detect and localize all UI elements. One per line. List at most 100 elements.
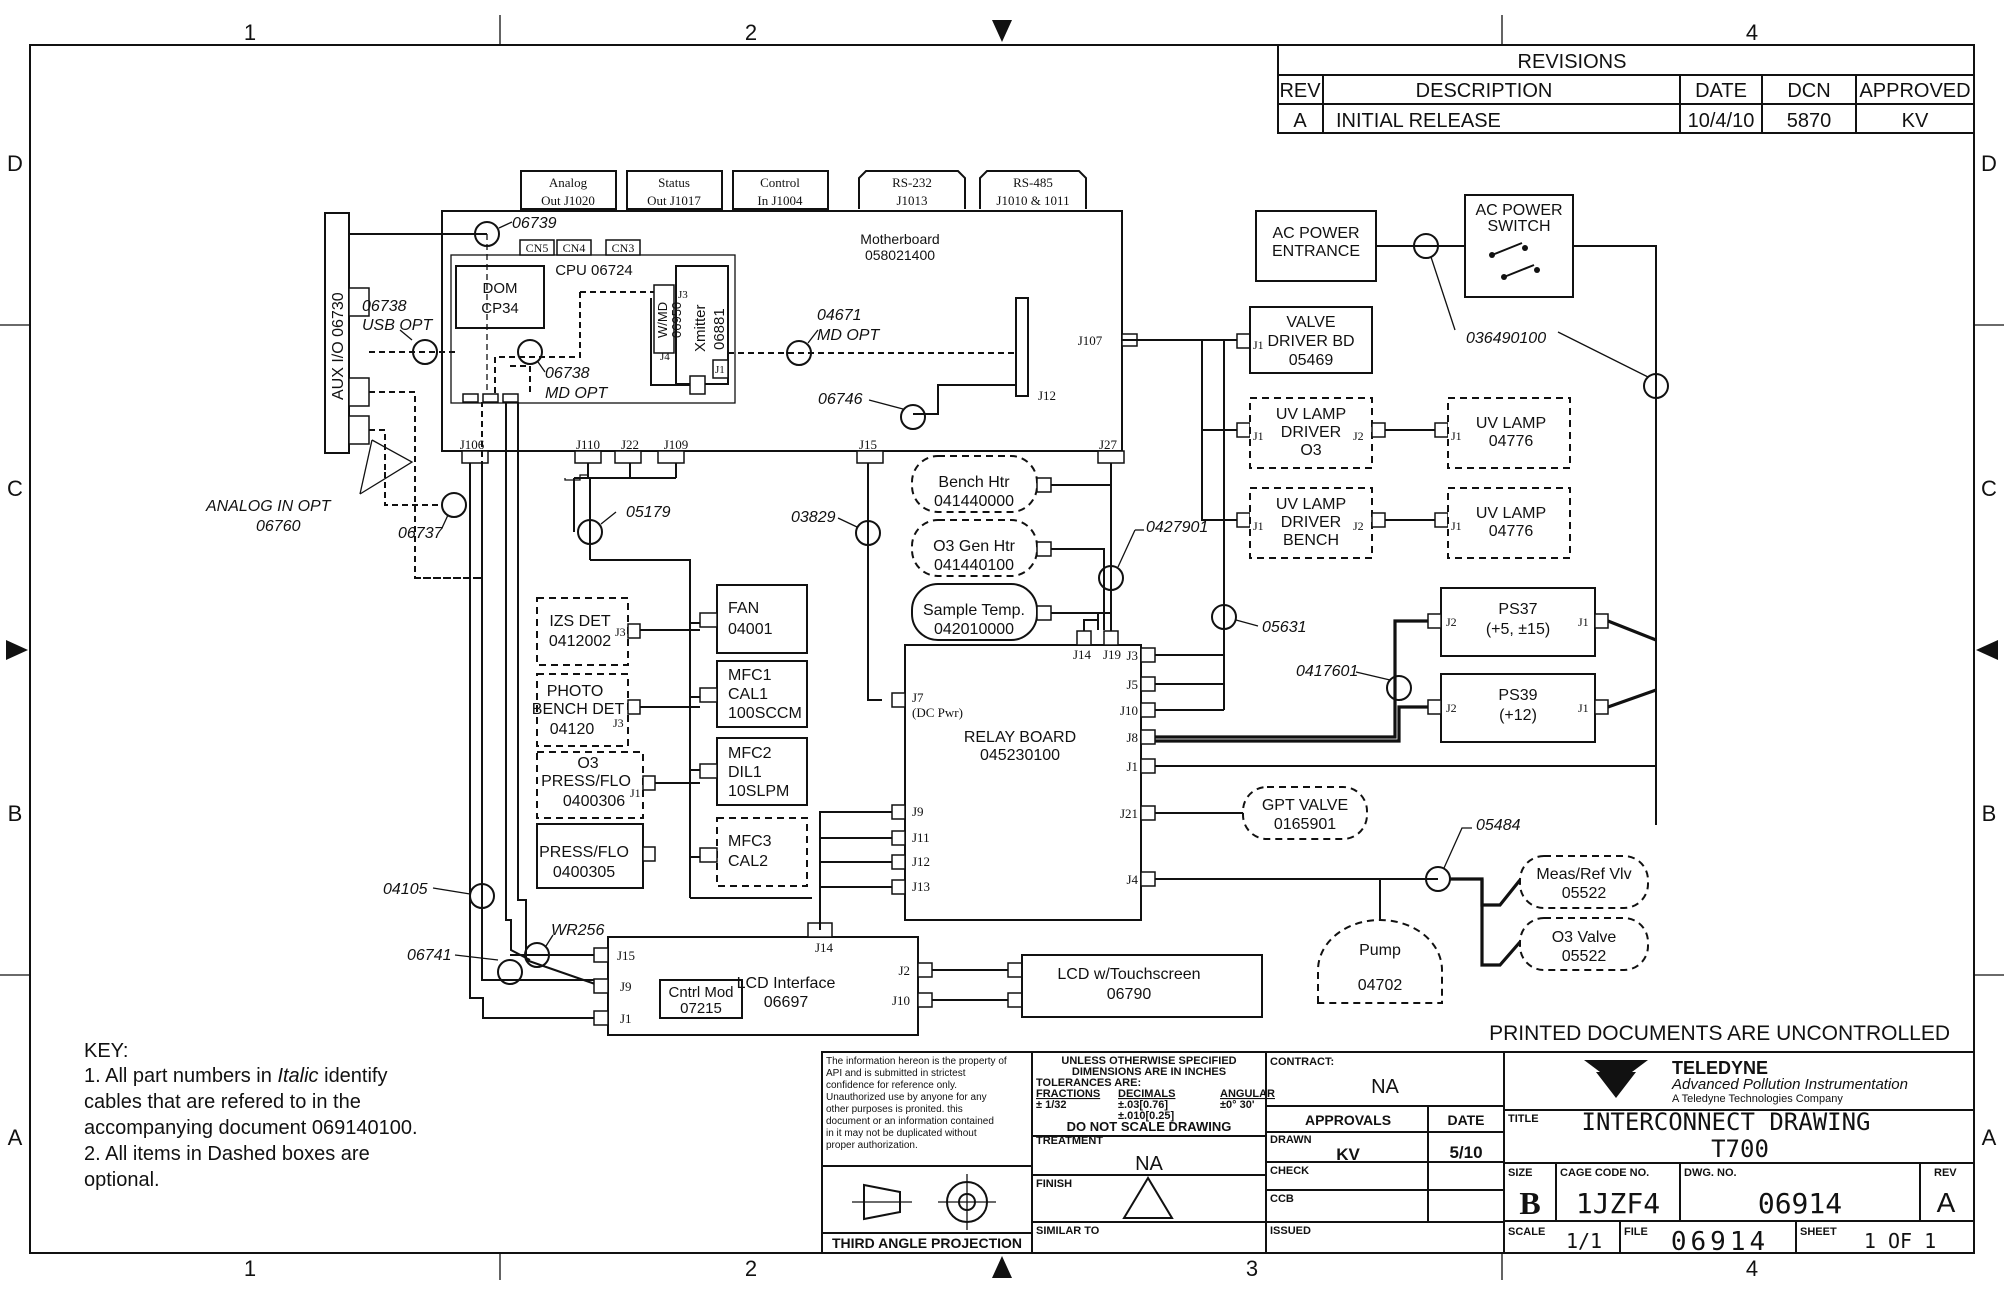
cable-06737 [384,472,467,529]
cable-0417601-label: 0417601 [1296,663,1358,680]
zone-marks [0,15,2004,1280]
izs-det-l2: 0412002 [549,633,611,650]
cable-05631-label: 05631 [1262,619,1307,636]
j12-label: J12 [1038,388,1056,403]
uv-driver-o3-j1: J1 [1253,429,1264,443]
o3-press-flo-l3: 0400306 [563,793,625,810]
lcd-interface-j15: J15 [617,948,635,963]
uv-lamp-1-connector [1434,422,1449,438]
j27-label: J27 [1099,437,1118,452]
lcd-interface-j1-connector [593,1010,609,1026]
cable-03829-label: 03829 [791,509,836,526]
valve-driver-box [1249,306,1373,374]
cage-value: 1JZF4 [1576,1187,1660,1220]
size-label: SIZE [1508,1167,1532,1179]
contract-label: CONTRACT: [1270,1056,1334,1068]
finish-triangle-icon [1122,1176,1174,1219]
cable-06741 [454,954,523,985]
tol-decimals: DECIMALS [1118,1088,1175,1100]
rev-row-date: 10/4/10 [1688,110,1755,132]
relay-board-name: RELAY BOARD [964,729,1076,746]
cable-06741-label: 06741 [407,947,452,964]
j106-wiring [415,402,599,1019]
j106-label: J106 [460,437,485,452]
relay-j13: J13 [912,879,930,894]
mfc1-l2: CAL1 [728,686,768,703]
power-supply-wiring [1155,619,1657,743]
relay-top-wiring [1083,619,1112,631]
relay-j19: J19 [1103,647,1121,662]
company-subtitle: Advanced Pollution Instrumentation [1671,1076,1908,1093]
ps39-j1: J1 [1578,701,1589,715]
ps39-j1-connector [1594,699,1609,715]
relay-left-wiring [819,811,892,930]
prop-line-3: confidence for reference only. [826,1080,957,1091]
uv-lamp-1-j1: J1 [1451,429,1462,443]
rev-label: REV [1934,1167,1957,1179]
cable-06737-label: 06737 [398,525,444,542]
harness-05179 [564,463,812,899]
ac-power-switch-box [1464,194,1574,298]
rev-value: A [1937,1187,1956,1218]
ps37-l2: (+5, ±15) [1486,621,1550,638]
uv-driver-o3-j2: J2 [1353,429,1364,443]
key-line-2: cables that are refered to in the [84,1091,361,1113]
uv-lamp-2-box [1447,487,1571,559]
fan-connector [699,612,718,628]
xmitter-label: Xmitter [692,304,709,352]
zone-left-D: D [7,151,23,176]
drawing-title-1: INTERCONNECT DRAWING [1582,1108,1871,1136]
mfc3-l1: MFC3 [728,833,772,850]
motherboard-box [441,210,1123,452]
relay-j8: J8 [1126,730,1138,745]
relay-j12: J12 [912,854,930,869]
wmd-j3: J3 [678,289,688,301]
cable-wr256-label: WR256 [551,922,604,939]
cn5-label: CN5 [526,241,549,255]
lcd-interface-j14: J14 [815,940,834,955]
md-opt2-label: MD OPT [817,327,880,344]
valve-driver-l2: DRIVER BD [1267,333,1354,350]
relay-j10: J10 [1120,703,1138,718]
cable-06738-usb-label: 06738 [362,298,407,315]
relay-j5: J5 [1126,677,1138,692]
photo-bench-det-l1: PHOTO [547,683,604,700]
cable-06738-md-label: 06738 [545,365,590,382]
press-flo-l1: PRESS/FLO [539,844,629,861]
key-line-3: accompanying document 069140100. [84,1117,418,1139]
relay-j14: J14 [1073,647,1092,662]
revisions-table [1277,44,1975,134]
mfc3-connector [699,847,718,863]
cable-06746-label: 06746 [818,391,863,408]
heaters [911,455,1052,641]
wmd-j4: J4 [660,351,670,363]
ps39-l1: PS39 [1498,687,1537,704]
rev-header-rev: REV [1279,80,1321,102]
uv-driver-bench-box [1249,487,1373,559]
rev-row-rev: A [1293,110,1307,132]
treatment-value: NA [1135,1153,1163,1175]
fan-box [716,584,808,654]
uv-driver-o3-l3: O3 [1300,442,1321,459]
uv-driver-bench-connector [1371,512,1386,528]
uv-driver-bench-j2: J2 [1353,519,1364,533]
mfc2-connector [699,763,718,779]
prop-line-5: other purposes is pronited. this [826,1104,963,1115]
port-rs232-l2: J1013 [896,193,927,208]
relay-j4: J4 [1126,872,1138,887]
pump-l1: Pump [1359,942,1401,959]
ps37-j2: J2 [1446,615,1457,629]
zone-left-C: C [7,476,23,501]
zone-top-2: 2 [745,20,757,45]
approvals-label: APPROVALS [1305,1112,1391,1128]
uv-driver-o3-connector [1371,422,1386,438]
company-name: TELEDYNE [1672,1058,1768,1078]
mfc2-l3: 10SLPM [728,783,789,800]
port-status-out-l2: Out J1017 [647,193,701,208]
port-analog-out-l2: Out J1020 [541,193,595,208]
dom-label: DOM [483,280,518,297]
photo-bench-det-l3: 04120 [550,721,595,738]
title-label: TITLE [1508,1113,1539,1125]
port-control-in-l1: Control [760,175,800,190]
lcd-interface-j1: J1 [620,1011,632,1026]
